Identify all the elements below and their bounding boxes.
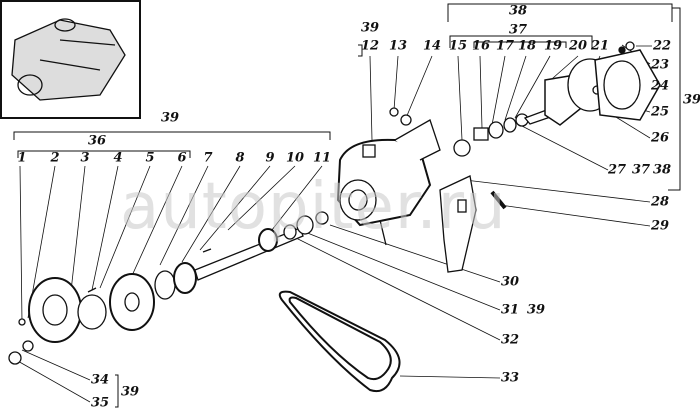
callout-20: 20 — [568, 38, 588, 54]
callout-33: 33 — [500, 370, 520, 386]
callout-36: 36 — [87, 133, 107, 149]
callout-10: 10 — [285, 150, 305, 166]
pulley — [8, 273, 155, 365]
callout-30: 30 — [500, 274, 520, 290]
callout-22: 22 — [652, 38, 672, 54]
callout-37-top: 37 — [508, 22, 528, 38]
callout-28: 28 — [650, 194, 670, 210]
callout-12: 12 — [360, 38, 380, 54]
callout-39-nut: 39 — [120, 384, 140, 400]
callout-39-bearing: 39 — [526, 302, 546, 318]
callout-2: 2 — [50, 150, 60, 166]
callout-15: 15 — [448, 38, 468, 54]
callout-6: 6 — [177, 150, 187, 166]
callout-21: 21 — [590, 38, 610, 54]
callout-17: 17 — [495, 38, 515, 54]
callout-14: 14 — [422, 38, 442, 54]
callout-19: 19 — [543, 38, 563, 54]
callout-38-top: 38 — [508, 3, 528, 19]
callout-13: 13 — [388, 38, 408, 54]
callout-39-housing: 39 — [360, 20, 380, 36]
callout-34: 34 — [90, 372, 110, 388]
callout-1: 1 — [17, 150, 27, 166]
callout-24: 24 — [650, 78, 670, 94]
callout-11: 11 — [312, 150, 332, 166]
callout-7: 7 — [203, 150, 213, 166]
callout-8: 8 — [235, 150, 245, 166]
drive-belt — [278, 290, 401, 393]
impeller-assembly — [453, 41, 661, 157]
pump-housing — [336, 107, 441, 246]
callout-4: 4 — [113, 150, 123, 166]
callout-31: 31 — [500, 302, 520, 318]
callout-23: 23 — [650, 57, 670, 73]
bracket-plate — [439, 175, 507, 273]
callout-39-left: 39 — [160, 110, 180, 126]
callout-35: 35 — [90, 395, 110, 411]
callout-16: 16 — [471, 38, 491, 54]
callout-18: 18 — [517, 38, 537, 54]
shaft-and-bearings — [154, 211, 329, 300]
callout-32: 32 — [500, 332, 520, 348]
callout-25: 25 — [650, 104, 670, 120]
callout-37-group: 37 — [631, 162, 651, 178]
callout-9: 9 — [265, 150, 275, 166]
callout-5: 5 — [145, 150, 155, 166]
callout-39-right: 39 — [682, 92, 700, 108]
callout-29: 29 — [650, 218, 670, 234]
callout-3: 3 — [80, 150, 90, 166]
callout-38-group: 38 — [652, 162, 672, 178]
brackets — [13, 3, 681, 408]
engine-inset — [0, 0, 141, 119]
callout-26: 26 — [650, 130, 670, 146]
callout-27: 27 — [607, 162, 627, 178]
